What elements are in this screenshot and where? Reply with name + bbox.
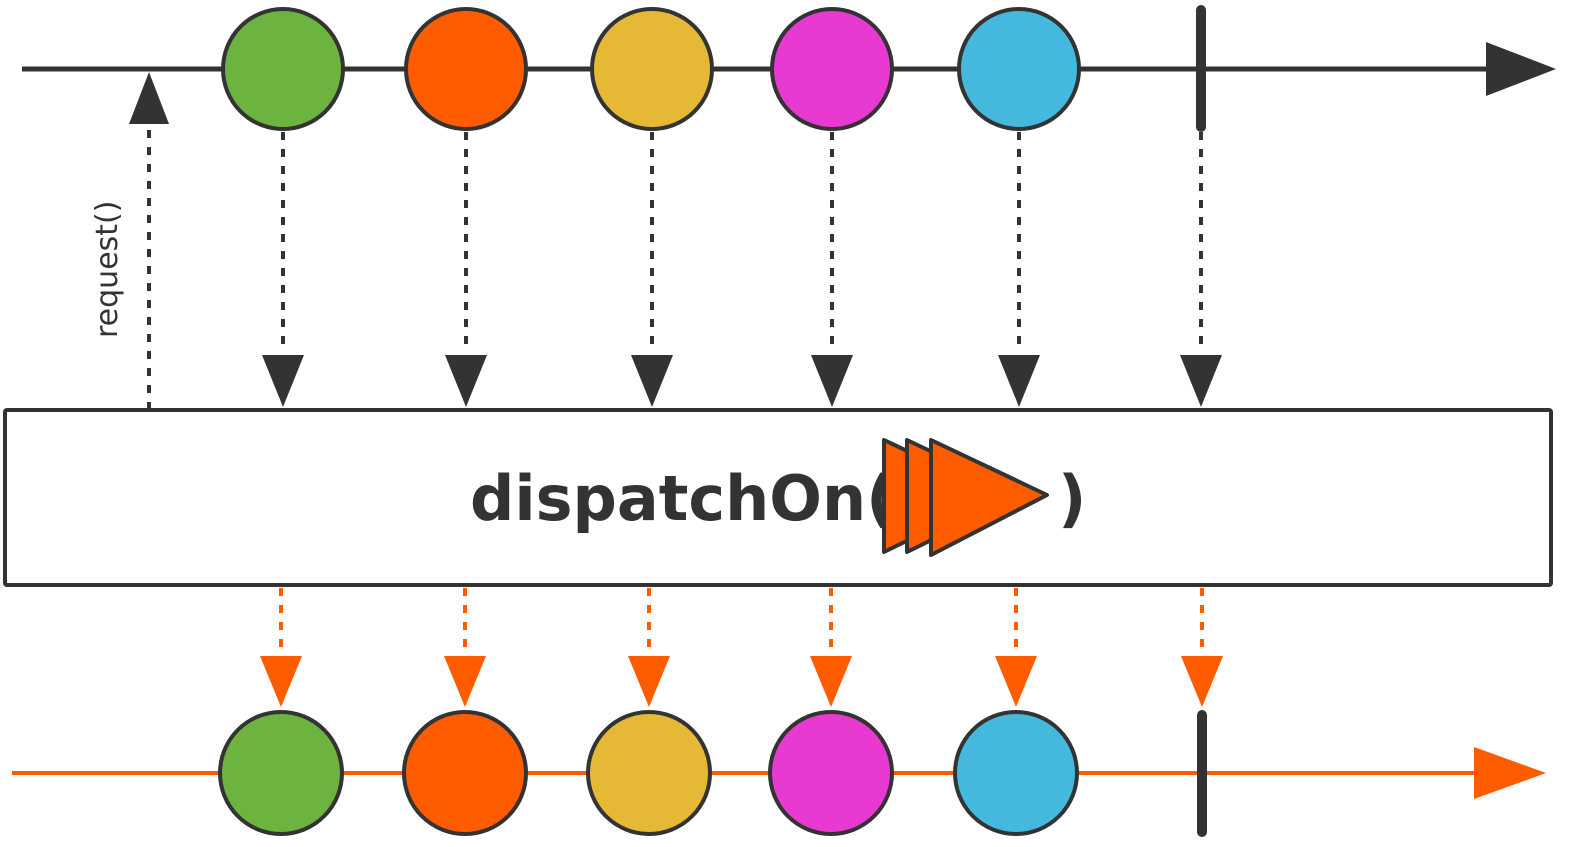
- downstream-yellow-marble: [586, 710, 712, 836]
- upstream-yellow-marble: [590, 7, 714, 131]
- upstream-green-marble: [221, 7, 345, 131]
- outgoing-arrowhead: [1181, 656, 1223, 707]
- incoming-arrowhead: [631, 355, 673, 407]
- request-signal: request(): [90, 72, 169, 410]
- downstream-magenta-marble: [768, 710, 894, 836]
- upstream-blue-marble: [957, 7, 1081, 131]
- downstream-orange-marble: [402, 710, 528, 836]
- outgoing-arrowhead: [995, 656, 1037, 707]
- request-label: request(): [90, 201, 125, 338]
- scheduler-play-icon: [882, 438, 1049, 557]
- outgoing-arrowhead: [444, 656, 486, 707]
- upstream-magenta-marble: [770, 7, 894, 131]
- upstream-orange-marble: [404, 7, 528, 131]
- incoming-arrowhead: [262, 355, 304, 407]
- upstream-marbles: [221, 7, 1081, 131]
- incoming-signal-arrows: [262, 132, 1222, 407]
- downstream-blue-marble: [953, 710, 1079, 836]
- downstream-marbles: [218, 710, 1079, 836]
- operator-box: dispatchOn( ): [3, 408, 1553, 587]
- operator-name: dispatchOn(: [470, 462, 894, 535]
- upstream-arrowhead: [1486, 42, 1556, 96]
- downstream-green-marble: [218, 710, 344, 836]
- operator-rect: [3, 408, 1553, 587]
- downstream-arrowhead: [1474, 747, 1546, 799]
- outgoing-arrowhead: [260, 656, 302, 707]
- incoming-arrowhead: [998, 355, 1040, 407]
- outgoing-arrowhead: [810, 656, 852, 707]
- outgoing-signal-arrows: [260, 588, 1223, 707]
- incoming-arrowhead: [811, 355, 853, 407]
- request-arrowhead: [129, 72, 169, 124]
- operator-close-paren: ): [1058, 462, 1086, 535]
- incoming-arrowhead: [445, 355, 487, 407]
- incoming-arrowhead: [1180, 355, 1222, 407]
- outgoing-arrowhead: [628, 656, 670, 707]
